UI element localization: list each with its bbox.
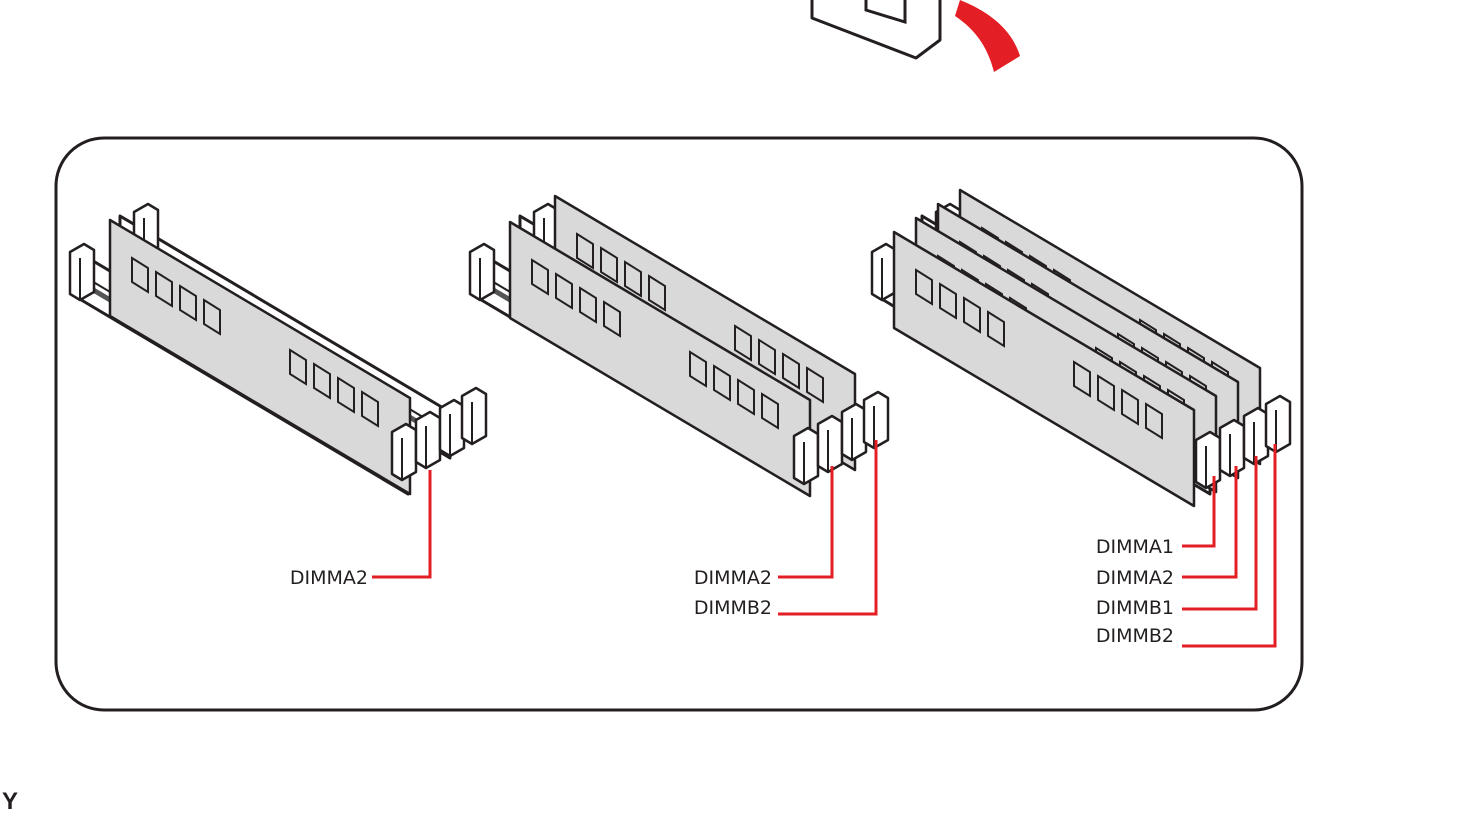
slot-label: DIMMA1 — [1096, 536, 1174, 558]
latch-icon — [390, 422, 418, 482]
leader-line — [778, 440, 878, 616]
latch-icon — [1194, 430, 1222, 490]
latch-icon — [460, 386, 488, 446]
leader-line — [1182, 466, 1238, 579]
latch-icon — [438, 398, 466, 458]
latch-icon — [1242, 406, 1270, 466]
latch-icon — [870, 242, 898, 302]
slot-label: DIMMA2 — [290, 567, 368, 589]
rotation-arrow-icon — [955, 0, 1020, 72]
latch-icon — [414, 410, 442, 470]
latch-icon — [840, 402, 868, 462]
latch-icon — [792, 426, 820, 486]
latch-icon — [68, 242, 96, 302]
latch-icon — [468, 242, 496, 302]
leader-line — [372, 470, 432, 579]
leader-line — [778, 466, 834, 579]
leader-line — [1182, 444, 1277, 648]
slot-label: DIMMB1 — [1096, 597, 1174, 619]
slot-label: DIMMB2 — [1096, 625, 1174, 647]
slot-label: DIMMB2 — [694, 597, 772, 619]
leader-line — [1182, 456, 1258, 611]
slot-label: DIMMA2 — [694, 567, 772, 589]
panel-one-module: DIMMA2 — [68, 202, 488, 589]
latch-icon — [1218, 418, 1246, 478]
latch-icon — [1264, 394, 1292, 454]
leader-line — [1182, 476, 1216, 548]
previous-step-illustration — [810, 0, 1020, 72]
latch-icon — [862, 390, 890, 450]
slot-label: DIMMA2 — [1096, 567, 1174, 589]
latch-icon — [816, 414, 844, 474]
panel-two-modules: DIMMA2 DIMMB2 — [468, 194, 890, 619]
cropped-heading-fragment: Y — [2, 788, 19, 815]
panel-four-modules: DIMMA1 DIMMA2 DIMMB1 DIMMB2 — [870, 188, 1292, 648]
